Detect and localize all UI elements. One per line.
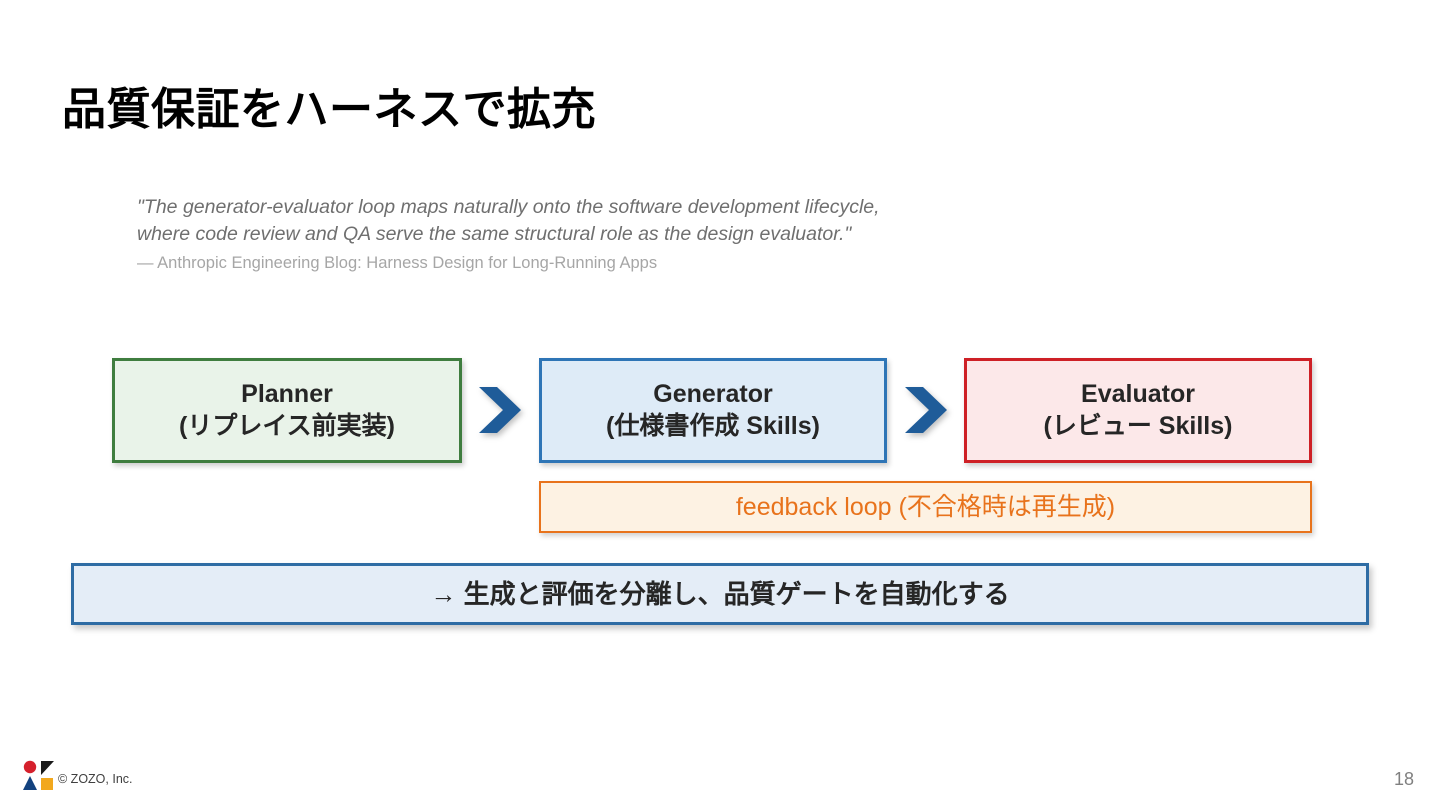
flow-box-evaluator-title: Evaluator bbox=[1081, 380, 1195, 409]
conclusion-label: → 生成と評価を分離し、品質ゲートを自動化する bbox=[430, 579, 1010, 609]
flow-diagram: Planner (リプレイス前実装) Generator (仕様書作成 Skil… bbox=[112, 358, 1312, 463]
flow-box-generator[interactable]: Generator (仕様書作成 Skills) bbox=[539, 358, 887, 463]
page-number: 18 bbox=[1393, 769, 1414, 789]
footer-copyright: © ZOZO, Inc. bbox=[58, 772, 133, 786]
zozo-logo bbox=[22, 760, 56, 792]
quote-line-1: "The generator-evaluator loop maps natur… bbox=[137, 196, 880, 218]
flow-box-planner[interactable]: Planner (リプレイス前実装) bbox=[112, 358, 462, 463]
flow-box-planner-title: Planner bbox=[241, 380, 333, 409]
quote-block: "The generator-evaluator loop maps natur… bbox=[137, 194, 1037, 274]
quote-line-2: where code review and QA serve the same … bbox=[137, 223, 852, 245]
flow-box-generator-title: Generator bbox=[653, 380, 773, 409]
flow-box-evaluator[interactable]: Evaluator (レビュー Skills) bbox=[964, 358, 1312, 463]
feedback-loop-bar[interactable]: feedback loop (不合格時は再生成) bbox=[539, 481, 1312, 533]
flow-box-generator-subtitle: (仕様書作成 Skills) bbox=[606, 411, 820, 440]
conclusion-bar[interactable]: → 生成と評価を分離し、品質ゲートを自動化する bbox=[71, 563, 1369, 625]
chevron-right-icon bbox=[901, 385, 955, 435]
quote-attribution: — Anthropic Engineering Blog: Harness De… bbox=[137, 254, 658, 272]
feedback-loop-label: feedback loop (不合格時は再生成) bbox=[735, 492, 1116, 521]
chevron-right-icon bbox=[475, 385, 529, 435]
flow-box-evaluator-subtitle: (レビュー Skills) bbox=[1043, 411, 1233, 440]
page-title: 品質保証をハーネスで拡充 bbox=[62, 85, 596, 134]
flow-box-planner-subtitle: (リプレイス前実装) bbox=[179, 411, 395, 440]
